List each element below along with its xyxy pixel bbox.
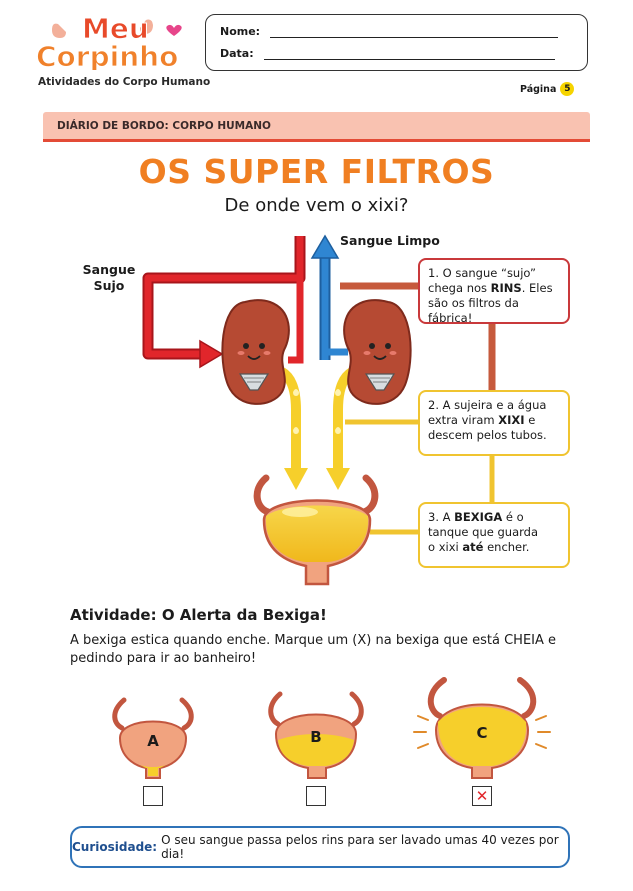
checkbox-option-b[interactable] — [306, 786, 326, 806]
dirty-blood-label: Sangue Sujo — [76, 262, 142, 294]
callout-1-line-1: 1. O sangue “sujo” — [428, 266, 536, 280]
option-a-label: A — [147, 732, 159, 750]
name-field[interactable] — [270, 27, 559, 38]
bladder-main — [253, 474, 379, 586]
curiosity-box: Curiosidade: O seu sangue passa pelos ri… — [70, 826, 570, 868]
page-label: Página — [520, 83, 557, 95]
filter-icon — [238, 373, 270, 391]
bladder-option-b — [268, 691, 364, 779]
checkbox-option-a[interactable] — [143, 786, 163, 806]
ureter-left — [279, 367, 308, 490]
logo-line-2: Corpinho — [36, 40, 178, 70]
callout-2-line-2: extra viram XIXI e — [428, 413, 536, 427]
curiosity-text: O seu sangue passa pelos rins para ser l… — [161, 833, 559, 861]
callout-3-line-2: tanque que guarda — [428, 525, 538, 539]
name-label: Nome: — [220, 25, 261, 38]
checkbox-option-c[interactable]: ✕ — [472, 786, 492, 806]
callout-connector-2 — [345, 419, 495, 502]
activity-title: Atividade: O Alerta da Bexiga! — [70, 606, 327, 624]
callout-3-line-3: o xixi até encher. — [428, 540, 530, 554]
date-label: Data: — [220, 47, 254, 60]
logo-line-1: Meu — [82, 12, 149, 45]
activity-instructions: A bexiga estica quando enche. Marque um … — [70, 633, 557, 666]
logo-tagline: Atividades do Corpo Humano — [38, 76, 211, 88]
kidney-right — [343, 299, 412, 405]
check-x-icon: ✕ — [475, 786, 489, 805]
callout-1-line-3: são os filtros da fábrica! — [428, 296, 519, 325]
section-banner: DIÁRIO DE BORDO: CORPO HUMANO — [43, 112, 590, 142]
alert-lines-icon — [413, 715, 551, 749]
bladder-option-a — [112, 697, 194, 779]
callout-connector-1 — [340, 282, 496, 392]
banner-text: DIÁRIO DE BORDO: CORPO HUMANO — [57, 120, 271, 132]
callout-bladder: 3. A BEXIGA é o tanque que guarda o xixi… — [418, 502, 570, 568]
curiosity-label: Curiosidade: — [72, 840, 158, 854]
name-date-box: Nome: Data: — [205, 14, 588, 71]
dirty-blood-label-line2: Sujo — [93, 278, 125, 293]
filter-icon — [364, 373, 396, 391]
dirty-blood-arrow — [142, 236, 306, 369]
option-b-label: B — [310, 728, 321, 746]
page-subtitle: De onde vem o xixi? — [224, 195, 409, 216]
clean-blood-label: Sangue Limpo — [340, 233, 440, 248]
date-field[interactable] — [263, 49, 555, 60]
callout-2-line-3: descem pelos tubos. — [428, 428, 547, 442]
heart-icon — [166, 24, 182, 36]
callout-kidneys: 1. O sangue “sujo” chega nos RINS. Eles … — [418, 258, 570, 325]
hand-icon — [140, 19, 153, 34]
page-number: 5 — [560, 82, 575, 96]
callout-urine: 2. A sujeira e a água extra viram XIXI e… — [418, 390, 570, 456]
kidney-left — [221, 299, 290, 405]
callout-1-line-2: chega nos RINS. Eles — [428, 281, 553, 295]
page-title: OS SUPER FILTROS — [138, 152, 495, 191]
callout-2-line-1: 2. A sujeira e a água — [428, 398, 547, 412]
callout-3-line-1: 3. A BEXIGA é o — [428, 510, 524, 524]
ureter-right — [326, 367, 355, 490]
logo: Meu Corpinho — [36, 12, 182, 70]
dirty-blood-label-line1: Sangue — [82, 262, 136, 277]
page-indicator: Página 5 — [520, 82, 575, 96]
bladder-option-c — [413, 677, 551, 779]
option-c-label: C — [476, 724, 487, 742]
hand-icon — [52, 23, 66, 38]
clean-blood-arrow — [310, 234, 348, 360]
